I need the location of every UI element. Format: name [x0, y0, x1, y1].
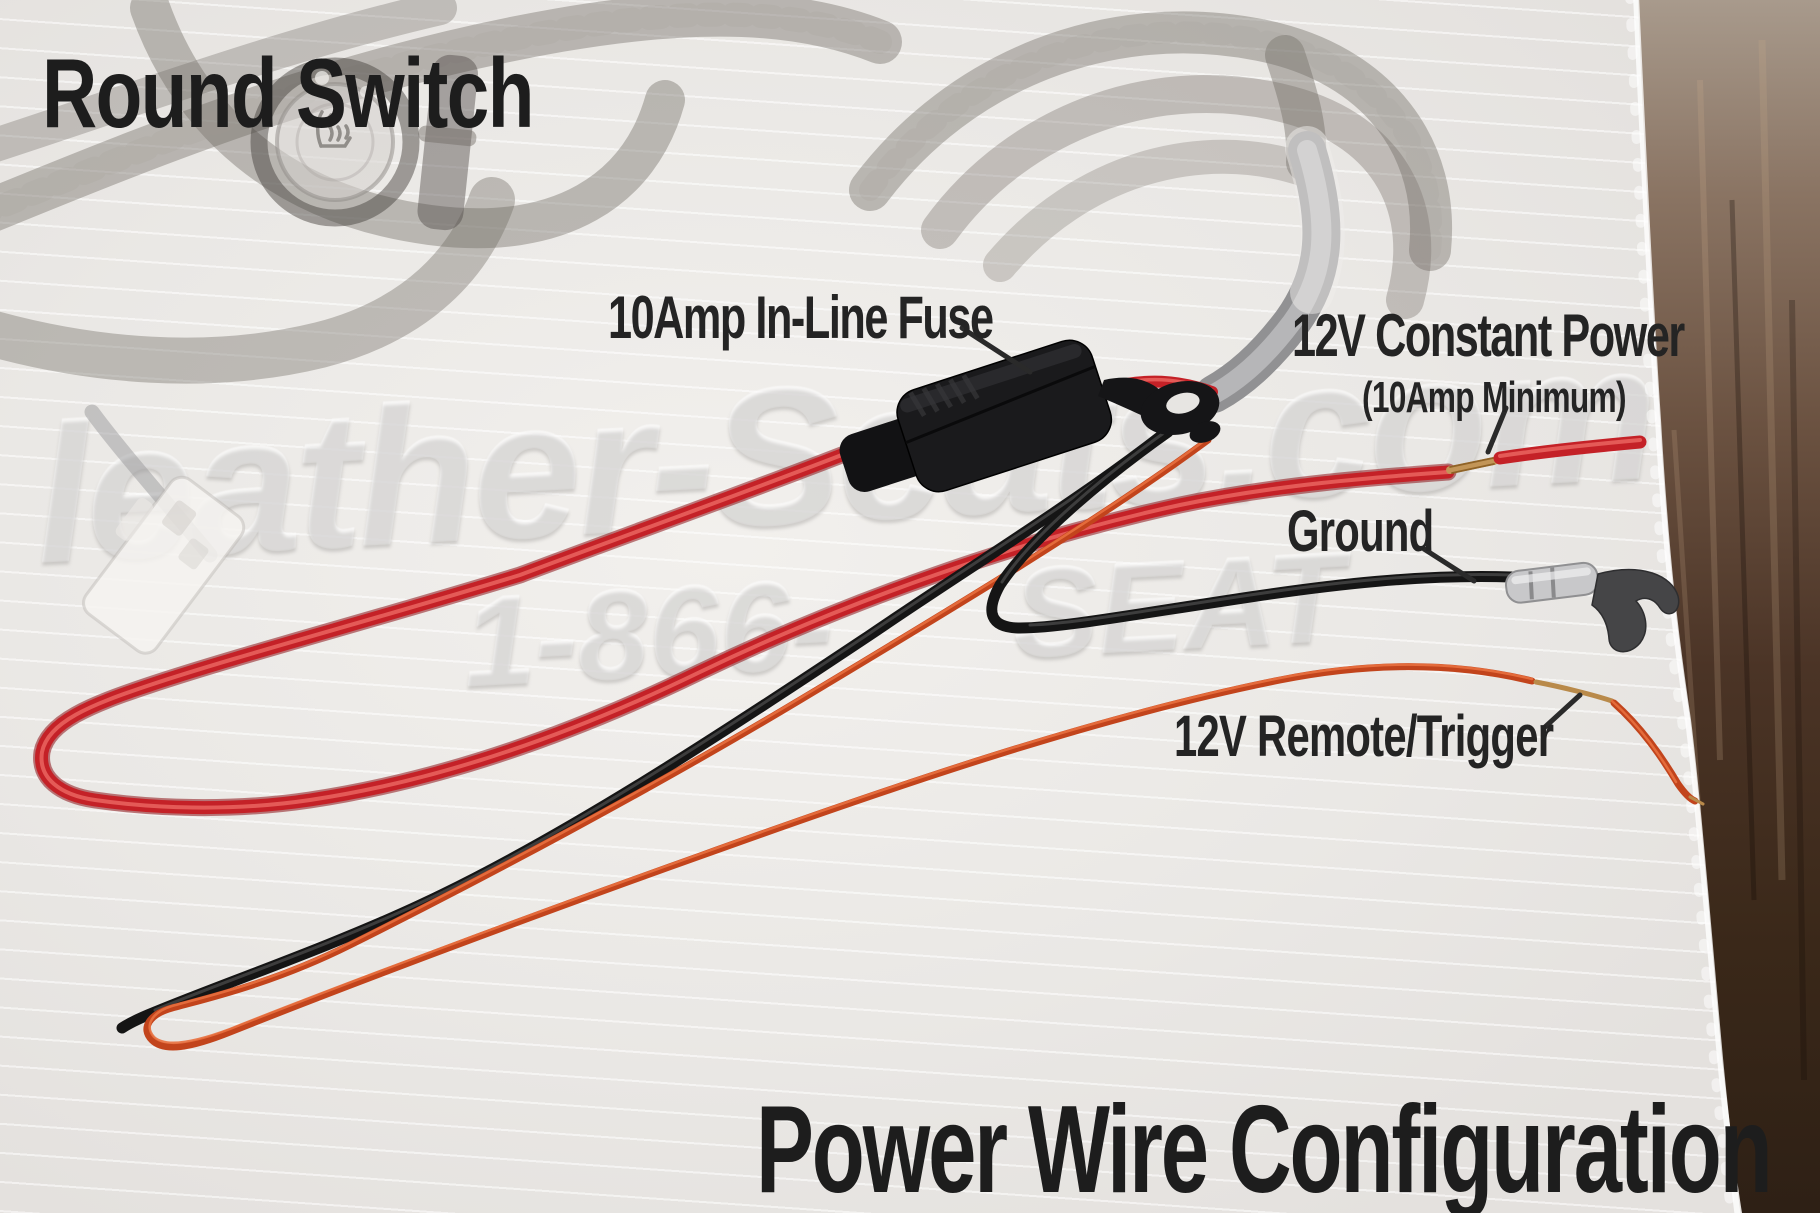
orange-trigger-wire: [143, 436, 1705, 1051]
trigger-pointer-line: [1542, 692, 1583, 730]
fuse-holder: [839, 339, 1221, 493]
red-power-wire: [33, 431, 1457, 817]
wood-table: [1632, 0, 1820, 1213]
constant-power-sub-label: (10Amp Minimum): [1362, 373, 1626, 422]
braided-cable-coil-ghost: [921, 75, 1432, 319]
braid-texture: [859, 21, 1442, 261]
remote-trigger-label: 12V Remote/Trigger: [1174, 704, 1554, 769]
page-title: Power Wire Configuration: [756, 1081, 1773, 1213]
braid-texture: [0, 2, 892, 220]
trigger-wire-stripped-section: [1533, 679, 1615, 704]
fork-terminal: [1504, 561, 1680, 653]
switch-highlight-dot: [315, 71, 329, 85]
terminal-fork: [1591, 568, 1680, 653]
fuse-holder-body: [896, 339, 1113, 493]
fuse-holder-seam: [905, 364, 1096, 445]
braided-cable-ghost: [0, 0, 457, 162]
paper-torn-edge: [1625, 0, 1741, 1213]
loop-tail: [1189, 421, 1221, 443]
terminal-crimp-barrel: [1504, 561, 1599, 604]
black-ground-wire: [986, 426, 1518, 634]
constant-power-pointer-line: [1485, 405, 1509, 455]
inline-fuse-label: 10Amp In-Line Fuse: [608, 284, 994, 351]
braided-cable-ghost: [130, 0, 685, 249]
pointer-lines: [959, 325, 1583, 730]
black-harness-wire: [116, 419, 1181, 1034]
trigger-wire-frayed-end: [1688, 795, 1705, 806]
ghost-layer: [0, 0, 1452, 655]
power-wire-stripped-tip: [1446, 435, 1647, 474]
constant-power-label: 12V Constant Power: [1292, 302, 1685, 369]
mounting-loop: [1140, 380, 1220, 436]
braided-cable-ghost: [0, 177, 515, 384]
fuse-pointer-line: [959, 325, 1033, 375]
heated-seat-icon: [316, 110, 352, 148]
cable-clip-ghost: [417, 54, 478, 231]
fuse-holder-highlight: [900, 344, 1082, 413]
heat-shrink-sheath: [1195, 126, 1345, 413]
round-switch-ghost: [250, 57, 420, 227]
braided-cable-coil-ghost: [983, 139, 1322, 282]
sheath-fade: [1285, 126, 1345, 314]
round-switch-label: Round Switch: [42, 38, 534, 148]
white-connector-ghost: [82, 475, 246, 655]
ground-label: Ground: [1287, 499, 1434, 564]
braided-cable-coil-ghost: [849, 11, 1452, 271]
braided-cable-ghost: [0, 0, 902, 231]
switch-highlight-dot: [360, 86, 372, 98]
ground-pointer-line: [1421, 546, 1477, 584]
